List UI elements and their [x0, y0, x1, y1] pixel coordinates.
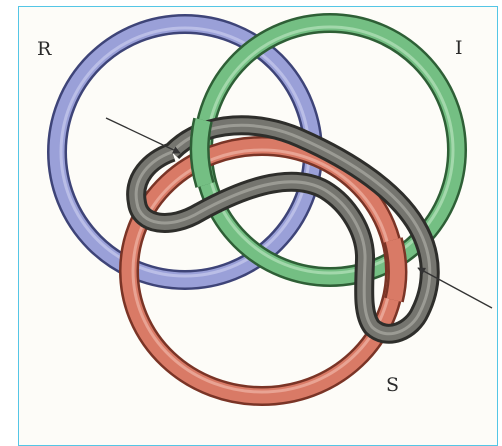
ring-i-over-segment [189, 117, 215, 188]
ring-s-over-segment [383, 237, 408, 303]
arrow-lower-right [417, 267, 493, 309]
label-i: I [455, 37, 463, 59]
label-r: R [37, 38, 52, 60]
label-s: S [386, 374, 399, 396]
grey-strand [126, 115, 440, 344]
arrow-upper-left [105, 117, 181, 154]
